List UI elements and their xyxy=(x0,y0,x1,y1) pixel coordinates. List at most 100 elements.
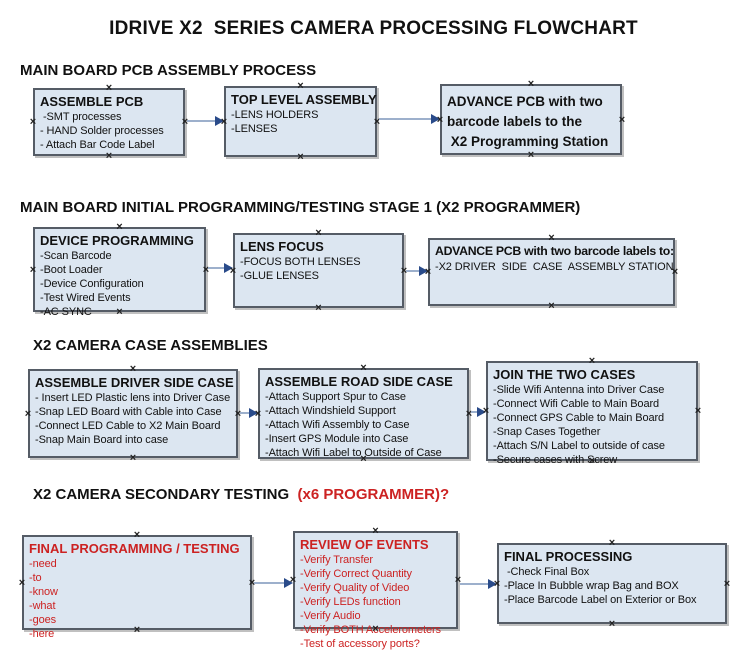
box-item: -Verify Correct Quantity xyxy=(300,568,412,580)
connection-anchor[interactable] xyxy=(434,114,446,126)
flow-box-final-programming-testing[interactable]: FINAL PROGRAMMING / TESTING -need -to -k… xyxy=(22,535,252,640)
connection-anchor[interactable] xyxy=(252,408,264,420)
box-item: -Insert GPS Module into Case xyxy=(265,433,409,445)
connection-anchor[interactable] xyxy=(287,574,299,586)
box-text-line: ADVANCE PCB with two xyxy=(447,94,603,109)
connection-anchor[interactable] xyxy=(16,577,28,589)
box-item: -what xyxy=(29,600,56,612)
connection-anchor[interactable] xyxy=(131,529,143,541)
connection-anchor[interactable] xyxy=(606,618,618,630)
arrow-line xyxy=(208,267,227,269)
box-title: ASSEMBLE PCB xyxy=(40,94,144,109)
box-text-line: X2 Programming Station xyxy=(447,134,609,149)
flow-box-review-of-events[interactable]: REVIEW OF EVENTS -Verify Transfer -Verif… xyxy=(293,531,458,650)
box-item: -GLUE LENSES xyxy=(240,270,319,282)
connection-anchor[interactable] xyxy=(127,452,139,464)
flow-box-advance-pcb-driver-side[interactable]: ADVANCE PCB with two barcode labels to: … xyxy=(428,238,675,306)
section-heading-secondary-testing: X2 CAMERA SECONDARY TESTING (x6 PROGRAMM… xyxy=(33,486,449,503)
box-item: -Snap Cases Together xyxy=(493,426,601,438)
connection-anchor[interactable] xyxy=(546,300,558,312)
box-title: LENS FOCUS xyxy=(240,239,324,254)
connection-anchor[interactable] xyxy=(295,151,307,163)
box-item: -Verify Quality of Video xyxy=(300,582,410,594)
section-heading-text: X2 CAMERA SECONDARY TESTING xyxy=(33,486,298,503)
connection-anchor[interactable] xyxy=(606,537,618,549)
box-title: JOIN THE TWO CASES xyxy=(493,367,636,382)
connection-anchor[interactable] xyxy=(218,116,230,128)
connection-anchor[interactable] xyxy=(358,362,370,374)
flow-box-assemble-driver-side-case[interactable]: ASSEMBLE DRIVER SIDE CASE - Insert LED P… xyxy=(28,369,238,458)
box-title: REVIEW OF EVENTS xyxy=(300,537,429,552)
connection-anchor[interactable] xyxy=(721,578,733,590)
box-item: -Verify BOTH Accelerometers xyxy=(300,624,441,636)
box-item: -FOCUS BOTH LENSES xyxy=(240,256,361,268)
box-item: -X2 DRIVER SIDE CASE ASSEMBLY STATION xyxy=(435,261,674,273)
box-item: -Attach S/N Label to outside of case xyxy=(493,440,665,452)
flow-box-assemble-pcb[interactable]: ASSEMBLE PCB -SMT processes - HAND Solde… xyxy=(33,88,185,156)
connection-anchor[interactable] xyxy=(358,453,370,465)
arrow-line xyxy=(240,412,252,414)
box-title: ASSEMBLE DRIVER SIDE CASE xyxy=(35,375,234,390)
connection-anchor[interactable] xyxy=(480,405,492,417)
connection-anchor[interactable] xyxy=(586,355,598,367)
connection-anchor[interactable] xyxy=(103,82,115,94)
page-title: IDRIVE X2 SERIES CAMERA PROCESSING FLOWC… xyxy=(109,18,638,39)
flow-box-final-processing[interactable]: FINAL PROCESSING -Check Final Box -Place… xyxy=(497,543,727,624)
flow-box-lens-focus[interactable]: LENS FOCUS -FOCUS BOTH LENSES -GLUE LENS… xyxy=(233,233,404,308)
box-item: -Slide Wifi Antenna into Driver Case xyxy=(493,384,665,396)
arrow-line xyxy=(406,270,422,272)
connection-anchor[interactable] xyxy=(295,80,307,92)
box-item: -Device Configuration xyxy=(40,278,144,290)
connection-anchor[interactable] xyxy=(227,265,239,277)
box-title: ADVANCE PCB with two barcode labels to: xyxy=(435,244,674,258)
box-title: ASSEMBLE ROAD SIDE CASE xyxy=(265,374,453,389)
box-title: TOP LEVEL ASSEMBLY xyxy=(231,92,377,107)
box-item: -Connect Wifi Cable to Main Board xyxy=(493,398,660,410)
connection-anchor[interactable] xyxy=(370,623,382,635)
connection-anchor[interactable] xyxy=(27,116,39,128)
box-item: -Attach Wifi Label to Outside of Case xyxy=(265,447,442,459)
connection-anchor[interactable] xyxy=(370,525,382,537)
flow-box-device-programming[interactable]: DEVICE PROGRAMMING -Scan Barcode -Boot L… xyxy=(33,227,206,318)
connection-anchor[interactable] xyxy=(114,221,126,233)
box-item: -Test Wired Events xyxy=(40,292,131,304)
box-item: -Attach Support Spur to Case xyxy=(265,391,406,403)
connection-anchor[interactable] xyxy=(669,266,681,278)
section-heading-case-assemblies: X2 CAMERA CASE ASSEMBLIES xyxy=(33,337,268,354)
box-title: FINAL PROCESSING xyxy=(504,549,633,564)
box-item: -Snap Main Board into case xyxy=(35,434,169,446)
flow-box-join-the-two-cases[interactable]: JOIN THE TWO CASES -Slide Wifi Antenna i… xyxy=(486,361,698,466)
connection-anchor[interactable] xyxy=(586,455,598,467)
arrow-line xyxy=(254,582,287,584)
connection-anchor[interactable] xyxy=(525,78,537,90)
connection-anchor[interactable] xyxy=(103,150,115,162)
connection-anchor[interactable] xyxy=(313,227,325,239)
connection-anchor[interactable] xyxy=(313,302,325,314)
connection-anchor[interactable] xyxy=(491,578,503,590)
section-heading-highlight: (x6 PROGRAMMER)? xyxy=(297,486,450,503)
box-item: - Insert LED Plastic lens into Driver Ca… xyxy=(35,392,231,404)
connection-anchor[interactable] xyxy=(131,624,143,636)
box-item: -to xyxy=(29,572,42,584)
connection-anchor[interactable] xyxy=(422,266,434,278)
box-item: -LENS HOLDERS xyxy=(231,109,319,121)
connection-anchor[interactable] xyxy=(22,408,34,420)
box-item: -Verify Audio xyxy=(300,610,361,622)
connection-anchor[interactable] xyxy=(127,363,139,375)
connection-anchor[interactable] xyxy=(27,264,39,276)
connection-anchor[interactable] xyxy=(525,149,537,161)
box-item: -Attach Windshield Support xyxy=(265,405,396,417)
box-item: -Place In Bubble wrap Bag and BOX xyxy=(504,580,679,592)
flow-box-top-level-assembly[interactable]: TOP LEVEL ASSEMBLY -LENS HOLDERS -LENSES xyxy=(224,86,377,157)
connector-arrow[interactable] xyxy=(379,114,440,124)
section-heading-initial-programming: MAIN BOARD INITIAL PROGRAMMING/TESTING S… xyxy=(20,199,581,216)
connection-anchor[interactable] xyxy=(114,306,126,318)
connection-anchor[interactable] xyxy=(546,232,558,244)
box-item: -Scan Barcode xyxy=(40,250,112,262)
connection-anchor[interactable] xyxy=(692,405,704,417)
connection-anchor[interactable] xyxy=(616,114,628,126)
flow-box-assemble-road-side-case[interactable]: ASSEMBLE ROAD SIDE CASE -Attach Support … xyxy=(258,368,469,459)
arrow-line xyxy=(379,118,434,120)
flow-box-advance-pcb-programming-station[interactable]: ADVANCE PCB with two barcode labels to t… xyxy=(440,84,622,155)
